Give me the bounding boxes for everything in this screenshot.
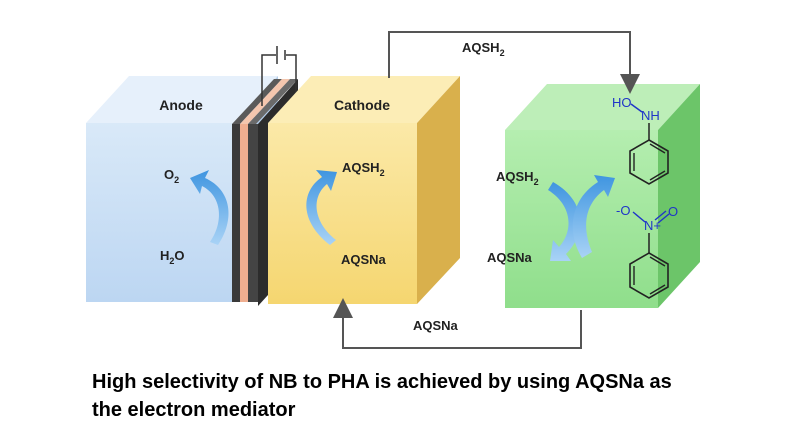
reactor-aqsna-label: AQSNa <box>487 250 533 265</box>
nitrobenzene-molecule: -O N+ O <box>616 203 678 299</box>
cathode-label: Cathode <box>334 97 390 113</box>
reactor-curved-arrow-up <box>572 175 615 258</box>
nb-o-label: O <box>668 204 678 219</box>
anode-h2o-label: H2O <box>160 248 185 266</box>
anode-label: Anode <box>159 97 203 113</box>
bottom-pipe-label: AQSNa <box>413 318 459 333</box>
reactor-box <box>505 84 700 308</box>
reactor-curved-arrow-down <box>548 182 581 261</box>
top-pipe <box>388 31 640 94</box>
pha-molecule: HO NH <box>612 95 669 185</box>
cathode-box <box>268 76 460 304</box>
bottom-pipe <box>333 298 582 349</box>
pha-nh-label: NH <box>641 108 660 123</box>
nb-o-minus-label: -O <box>616 203 630 218</box>
power-source <box>261 46 297 106</box>
caption-line-2: the electron mediator <box>92 399 296 421</box>
cathode-curved-arrow <box>306 170 337 245</box>
cathode-aqsh2-label: AQSH2 <box>342 160 385 178</box>
nb-n-plus-label: N+ <box>644 218 661 233</box>
pha-hydroxyl-label: HO <box>612 95 632 110</box>
top-pipe-label: AQSH2 <box>462 40 505 58</box>
cathode-aqsna-label: AQSNa <box>341 252 387 267</box>
anode-o2-label: O2 <box>164 167 179 185</box>
caption: High selectivity of NB to PHA is achieve… <box>92 368 792 424</box>
caption-line-1: High selectivity of NB to PHA is achieve… <box>92 371 672 393</box>
anode-curved-arrow <box>190 170 229 245</box>
reactor-aqsh2-label: AQSH2 <box>496 169 539 187</box>
